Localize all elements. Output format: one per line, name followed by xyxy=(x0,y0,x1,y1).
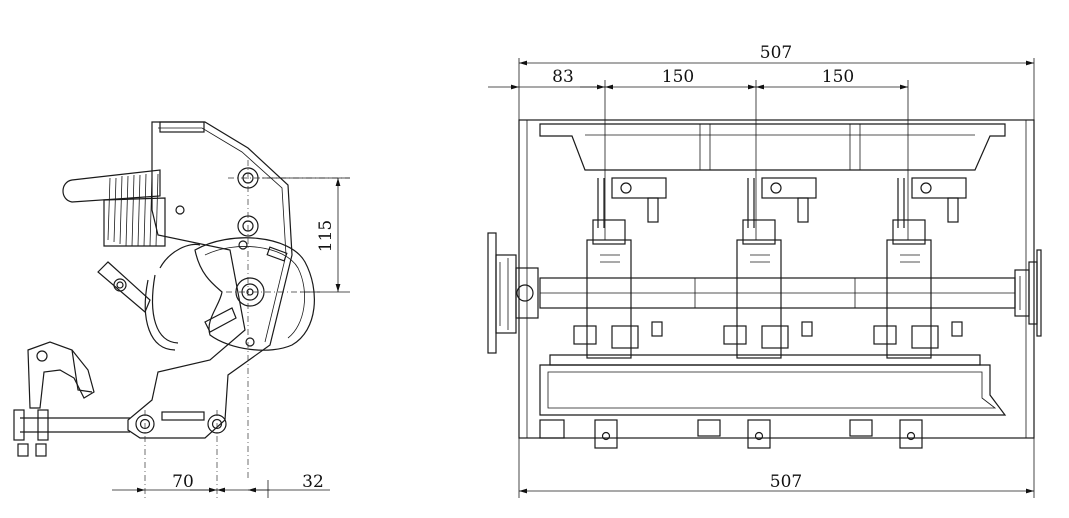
dim-507-top: 507 xyxy=(760,43,792,63)
pole-assembly-1 xyxy=(573,177,667,359)
dim-507-bottom: 507 xyxy=(770,472,802,492)
dim-83: 83 xyxy=(552,67,574,87)
pole-assembly-2 xyxy=(723,177,817,359)
pole-assembly-3 xyxy=(873,177,967,359)
dim-115: 115 xyxy=(316,220,336,252)
front-view: 507 83 150 150 507 xyxy=(487,43,1042,498)
side-view: 115 70 32 xyxy=(13,121,350,498)
dim-32: 32 xyxy=(302,472,324,492)
dim-150-second: 150 xyxy=(822,67,854,87)
dim-150-first: 150 xyxy=(662,67,694,87)
dim-70: 70 xyxy=(172,472,194,492)
